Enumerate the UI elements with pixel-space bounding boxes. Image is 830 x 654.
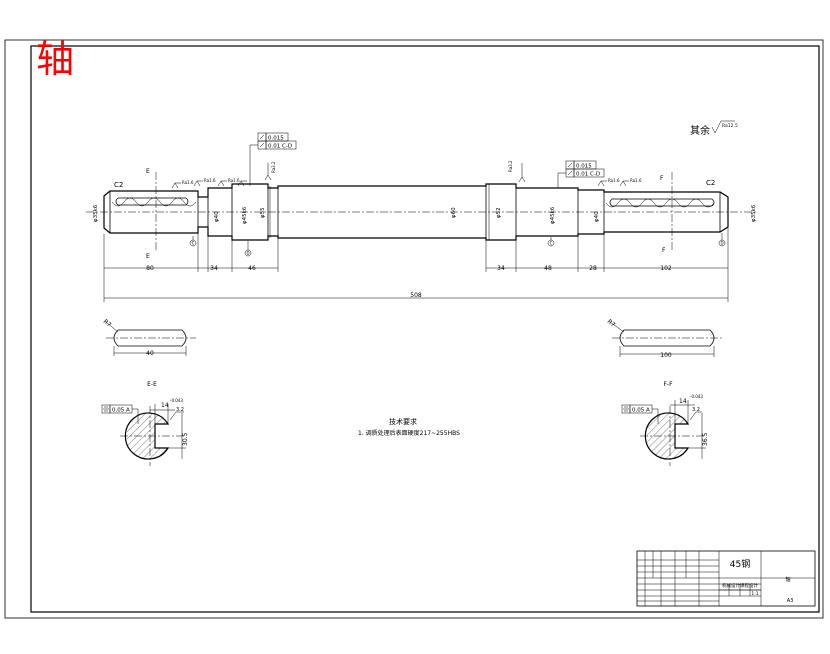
dia-label-5: φ60 bbox=[451, 207, 457, 218]
dim-lower-1: 80 bbox=[146, 265, 154, 272]
section-f-title: F-F bbox=[663, 381, 673, 388]
inner-frame bbox=[30, 45, 820, 613]
section-e-top: E bbox=[146, 168, 150, 175]
section-e-cut: E E bbox=[146, 168, 157, 260]
dia-label-3: φ45k6 bbox=[242, 206, 248, 224]
section-e-dim: 30.5 bbox=[182, 432, 189, 446]
dim-lower-3: 46 bbox=[248, 265, 256, 272]
gtol-right-runout: 0.015 bbox=[576, 164, 592, 170]
gtol-right-parallel: 0.01 C-D bbox=[576, 172, 600, 178]
outer-frame bbox=[4, 39, 824, 619]
gtol-left: 0.015 0.01 C-D bbox=[249, 132, 297, 186]
section-e-width-tol: -0.043 bbox=[170, 398, 183, 403]
dim-lower-6: 28 bbox=[589, 265, 597, 272]
section-f-bottom: F bbox=[662, 247, 666, 254]
dia-label-8: φ40 bbox=[594, 211, 600, 222]
datum-1: C bbox=[192, 241, 195, 246]
section-f-width-tol: -0.043 bbox=[690, 394, 703, 399]
gtol-right: 0.015 0.01 C-D bbox=[557, 160, 605, 188]
section-f-width: 14 bbox=[679, 398, 687, 405]
roughness-5: Ra3.2 bbox=[508, 160, 513, 172]
keyway-right-radius: R7 bbox=[606, 318, 617, 329]
section-f-symmetry: 0.05 A bbox=[632, 408, 650, 414]
dia-label-1: φ35k6 bbox=[93, 204, 99, 222]
section-e-depth: 3.2 bbox=[176, 407, 184, 413]
dim-lower-2: 34 bbox=[210, 265, 218, 272]
tech-req-line1: 1. 调质处理后表面硬度217~255HBS bbox=[358, 429, 460, 437]
overall-length: 508 bbox=[410, 292, 422, 299]
datum-2: D bbox=[246, 251, 249, 256]
dim-lower-4: 34 bbox=[497, 265, 505, 272]
dia-label-2: φ40 bbox=[214, 211, 220, 222]
tech-req-title: 技术要求 bbox=[389, 417, 417, 426]
chamfer-right: C2 bbox=[706, 179, 715, 187]
title-block: 45钢 轴 1:1 A3 机械设计课程设计 bbox=[636, 550, 816, 607]
technical-requirements: 技术要求 1. 调质处理后表面硬度217~255HBS bbox=[358, 417, 460, 437]
datum-4: D bbox=[720, 241, 723, 246]
shaft-main-view: E E F F C2 C2 φ35k6 φ40 φ45k6 φ55 φ60 φ5… bbox=[86, 120, 758, 302]
title-block-sheet: A3 bbox=[787, 598, 794, 604]
section-e-title: E-E bbox=[147, 381, 157, 388]
keyway-right-view bbox=[609, 198, 715, 207]
keyway-detail-right: 100 R7 bbox=[606, 318, 722, 359]
keyway-left-length: 40 bbox=[146, 350, 154, 357]
section-f-depth: 3.2 bbox=[692, 407, 700, 413]
datum-3: C bbox=[550, 241, 553, 246]
drawing-title-char: 轴 bbox=[36, 37, 75, 81]
roughness-4: Ra3.2 bbox=[271, 161, 276, 173]
roughness-3: Ra1.6 bbox=[228, 178, 240, 183]
roughness-1: Ra1.6 bbox=[182, 180, 194, 185]
keyway-left-view bbox=[115, 197, 189, 206]
section-e-symmetry: 0.05 A bbox=[112, 408, 130, 414]
title-block-scale: 1:1 bbox=[751, 591, 758, 597]
title-block-drawing-name: 轴 bbox=[785, 576, 790, 583]
roughness-2: Ra1.6 bbox=[204, 178, 216, 183]
section-e-view: E-E 0.05 A 14 -0.043 30.5 3.2 bbox=[101, 381, 189, 466]
roughness-6: Ra1.6 bbox=[608, 178, 620, 183]
dia-label-7: φ45k6 bbox=[550, 206, 556, 224]
section-e-bottom: E bbox=[146, 253, 150, 260]
keyway-right-length: 100 bbox=[660, 352, 672, 359]
other-roughness-label: 其余 bbox=[690, 124, 710, 137]
section-f-view: F-F 0.05 A 14 -0.043 36.5 3.2 bbox=[621, 381, 709, 466]
keyway-left-radius: R7 bbox=[102, 318, 113, 329]
section-f-top: F bbox=[660, 175, 664, 182]
title-block-material: 45钢 bbox=[730, 558, 750, 570]
dia-label-4: φ55 bbox=[260, 207, 266, 218]
gtol-left-parallel: 0.01 C-D bbox=[268, 144, 292, 150]
title-block-org: 机械设计课程设计 bbox=[722, 582, 758, 589]
other-roughness: 其余 Ra12.5 bbox=[690, 120, 738, 137]
keyway-detail-left: 40 R7 bbox=[102, 318, 196, 357]
dia-label-9: φ35k6 bbox=[751, 204, 757, 222]
chamfer-left: C2 bbox=[114, 181, 123, 189]
section-f-dim: 36.5 bbox=[702, 432, 709, 446]
section-e-width: 14 bbox=[161, 402, 169, 409]
other-roughness-value: Ra12.5 bbox=[722, 123, 738, 129]
dia-label-6: φ52 bbox=[496, 207, 502, 218]
roughness-7: Ra1.6 bbox=[630, 178, 642, 183]
gtol-left-runout: 0.015 bbox=[268, 136, 284, 142]
section-f-cut: F F bbox=[660, 172, 673, 254]
dim-lower-5: 48 bbox=[544, 265, 552, 272]
dim-lower-7: 102 bbox=[660, 265, 672, 272]
